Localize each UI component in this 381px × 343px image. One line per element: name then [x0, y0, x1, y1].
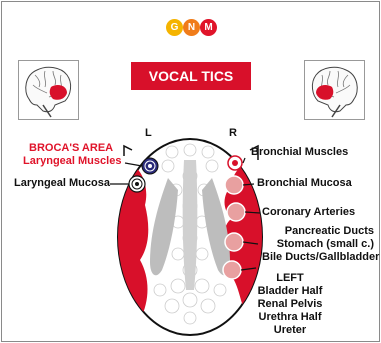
bronchial-muscles-label: Bronchial Muscles	[251, 146, 348, 159]
gray-region-center	[183, 160, 198, 290]
pancreatic-line-1: Pancreatic Ducts	[262, 225, 374, 238]
coronary-arteries-label: Coronary Arteries	[262, 206, 355, 219]
laryngeal-mucosa-label: Laryngeal Mucosa	[14, 177, 110, 190]
left-block-line-2: Bladder Half	[247, 285, 333, 298]
pancreatic-line-3: Bile Ducts/Gallbladder	[262, 251, 374, 264]
left-block-line-1: LEFT	[247, 272, 333, 285]
pancreatic-line-2: Stomach (small c.)	[262, 238, 374, 251]
bronchial-mucosa-label: Bronchial Mucosa	[257, 177, 352, 190]
laryngeal-muscles-label: Laryngeal Muscles	[23, 155, 121, 168]
left-block-line-5: Ureter	[247, 324, 333, 337]
brocas-area-label: BROCA'S AREA	[29, 142, 113, 155]
left-side-label: L	[145, 127, 152, 140]
left-organs-label: LEFT Bladder Half Renal Pelvis Urethra H…	[247, 272, 333, 337]
pancreatic-ducts-label: Pancreatic Ducts Stomach (small c.) Bile…	[262, 225, 374, 264]
right-side-label: R	[229, 127, 237, 140]
left-block-line-3: Renal Pelvis	[247, 298, 333, 311]
bracket-left	[124, 146, 132, 156]
left-block-line-4: Urethra Half	[247, 311, 333, 324]
